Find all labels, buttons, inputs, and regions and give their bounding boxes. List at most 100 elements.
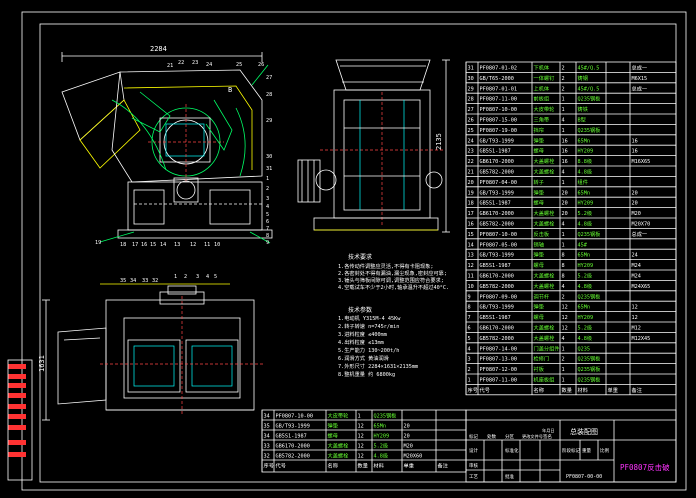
parts-cell: 弹垫 bbox=[534, 136, 545, 144]
company-name: PF0807反击破 bbox=[620, 462, 670, 472]
label-14: 14 bbox=[160, 242, 166, 248]
left-table-cell: 32 bbox=[264, 453, 270, 459]
parts-cell: 16 bbox=[632, 149, 638, 155]
label-5: 5 bbox=[266, 212, 269, 218]
left-table-cell: 35 bbox=[264, 423, 270, 429]
label-7: 7 bbox=[266, 226, 269, 232]
left-table-header-cell: 序号 bbox=[264, 462, 274, 470]
note-line-4: 4.空载试车不少于2小时,轴承温升不超过40°C. bbox=[338, 283, 449, 291]
parts-cell: 总成一 bbox=[632, 64, 648, 72]
parts-cell: GB5782-2000 bbox=[480, 336, 514, 342]
tb-label-date: 年月日 bbox=[542, 427, 555, 434]
left-table-cell: 1 bbox=[358, 413, 361, 419]
parts-cell: 20 bbox=[562, 190, 568, 196]
parts-cell: 1 bbox=[562, 367, 565, 373]
left-table-cell: HY209 bbox=[374, 433, 390, 439]
label-B: B bbox=[228, 86, 232, 94]
label-13: 13 bbox=[174, 242, 180, 248]
parts-cell: 大盖螺栓 bbox=[534, 282, 556, 290]
left-table-cell: 12 bbox=[358, 443, 364, 449]
parts-cell: HY209 bbox=[578, 149, 594, 155]
parts-cell: GB6170-2000 bbox=[480, 211, 514, 217]
parts-cell: GB6170-2000 bbox=[480, 159, 514, 165]
plan-label-3: 3 bbox=[196, 274, 199, 280]
parts-cell: PF0807-10-00 bbox=[480, 232, 517, 238]
parts-cell: 铸铁 bbox=[578, 105, 588, 113]
parts-cell: 4.8级 bbox=[578, 334, 593, 342]
parts-cell: 4.8级 bbox=[578, 168, 593, 176]
parts-cell: 26 bbox=[468, 118, 474, 124]
parts-cell: 45# bbox=[578, 242, 588, 248]
tb-stage: 阶段标记 bbox=[562, 447, 580, 454]
label-26: 26 bbox=[258, 62, 264, 68]
parts-header-cell: 单重 bbox=[608, 386, 618, 394]
technical-notes: 技术要求 1.各传动件调整应灵活,不得有卡阻现象; 2.各密封处不得有漏油,漏尘… bbox=[338, 253, 449, 378]
parts-cell: 8 bbox=[562, 263, 565, 269]
parts-cell: PF0807-04-00 bbox=[480, 180, 517, 186]
parts-cell: 16 bbox=[468, 222, 474, 228]
left-table-cell: M20X60 bbox=[404, 453, 423, 459]
plan-label-35: 35 bbox=[120, 278, 126, 284]
parts-cell: 4 bbox=[562, 336, 565, 342]
parts-cell: 2 bbox=[468, 367, 471, 373]
label-27: 27 bbox=[266, 75, 272, 81]
plan-label-5: 5 bbox=[214, 274, 217, 280]
parts-cell: M12 bbox=[632, 326, 641, 332]
parts-cell: 1 bbox=[562, 242, 565, 248]
label-16: 16 bbox=[141, 242, 147, 248]
parts-cell: GB/T93-1999 bbox=[480, 190, 514, 196]
parts-cell: 大盖螺栓 bbox=[534, 168, 556, 176]
left-table-cell: GB5782-2000 bbox=[276, 453, 310, 459]
parts-cell: 弹垫 bbox=[534, 251, 545, 259]
dim-side-height: 2135 bbox=[435, 133, 443, 150]
plan-label-4: 4 bbox=[206, 274, 209, 280]
parts-cell: Q235钢板 bbox=[578, 376, 602, 384]
parts-cell: 转子 bbox=[534, 178, 544, 186]
plan-label-1: 1 bbox=[174, 274, 177, 280]
parts-cell: 4 bbox=[562, 170, 565, 176]
drawing-name: 总装配图 bbox=[570, 427, 598, 436]
parts-cell: PF0807-19-00 bbox=[480, 128, 517, 134]
left-table-header-cell: 名称 bbox=[328, 462, 338, 470]
left-table-cell: 20 bbox=[404, 423, 410, 429]
left-table-header-cell: 数量 bbox=[358, 462, 368, 470]
label-1: 1 bbox=[266, 176, 269, 182]
label-24: 24 bbox=[206, 62, 212, 68]
parts-header-cell: 材料 bbox=[578, 386, 588, 394]
parts-cell: 前板组 bbox=[534, 95, 550, 103]
left-table-cell: 大皮带轮 bbox=[328, 411, 349, 419]
parts-cell: 11 bbox=[468, 274, 474, 280]
parts-cell: M16X65 bbox=[632, 159, 651, 165]
parts-cell: 反击板 bbox=[534, 230, 550, 238]
parts-cell: 16 bbox=[562, 149, 568, 155]
parts-cell: 45#/Q.5 bbox=[578, 66, 600, 72]
parts-cell: 12 bbox=[562, 305, 568, 311]
parts-cell: 1 bbox=[562, 378, 565, 384]
parts-header-cell: 名称 bbox=[534, 386, 544, 394]
parts-cell: 16 bbox=[562, 138, 568, 144]
parts-cell: 10 bbox=[468, 284, 474, 290]
parts-cell: 下机体 bbox=[534, 64, 550, 72]
parts-cell: 23 bbox=[468, 149, 474, 155]
parts-cell: 螺母 bbox=[534, 313, 544, 321]
label-8: 8 bbox=[266, 233, 269, 239]
left-table-cell: 65Mn bbox=[374, 423, 387, 429]
outer-border bbox=[21, 11, 687, 491]
parts-cell: 大盖螺栓 bbox=[534, 324, 556, 332]
parts-cell: 21 bbox=[468, 170, 474, 176]
parts-cell: 17 bbox=[468, 211, 474, 217]
parts-cell: PF0807-01-02 bbox=[480, 66, 517, 72]
parts-cell: 4 bbox=[562, 222, 565, 228]
parts-cell: 14 bbox=[468, 242, 474, 248]
parts-cell: M20 bbox=[632, 211, 641, 217]
parts-cell: M20X70 bbox=[632, 222, 651, 228]
parts-cell: PF0807-14-00 bbox=[480, 346, 517, 352]
parts-cell: 2 bbox=[562, 76, 565, 82]
parts-cell: 1 bbox=[562, 128, 565, 134]
spec-3: 3.进料粒度 ≤400mm bbox=[338, 330, 387, 338]
parts-cell: 8.8级 bbox=[578, 157, 593, 165]
parts-cell: 5 bbox=[468, 336, 471, 342]
parts-cell: 螺母 bbox=[534, 199, 544, 207]
